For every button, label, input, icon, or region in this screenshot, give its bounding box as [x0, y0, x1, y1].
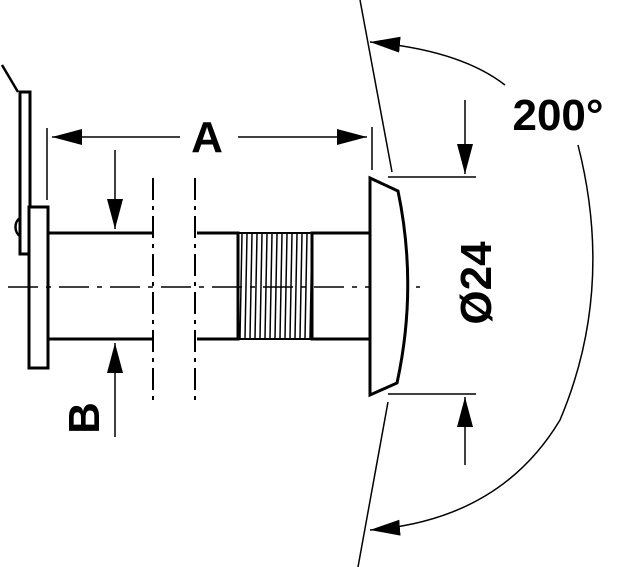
thread-line	[304, 233, 308, 339]
thread-line	[264, 233, 268, 339]
door-panel	[0, 64, 32, 256]
thread-line	[269, 233, 273, 339]
label-a: A	[191, 113, 223, 162]
lens-head	[368, 175, 410, 398]
thread	[239, 233, 313, 339]
label-b: B	[60, 402, 109, 434]
thread-line	[244, 233, 248, 339]
barrel	[48, 231, 372, 341]
thread-line	[279, 233, 283, 339]
dimension-diameter	[388, 100, 476, 465]
thread-line	[289, 233, 293, 339]
thread-line	[274, 233, 278, 339]
thread-line	[299, 233, 303, 339]
thread-line	[294, 233, 298, 339]
label-angle: 200°	[512, 91, 603, 140]
thread-line	[284, 233, 288, 339]
break-lines	[152, 178, 196, 405]
thread-line	[249, 233, 253, 339]
thread-line	[309, 233, 313, 339]
label-diameter: Ø24	[452, 241, 501, 325]
dimension-a	[46, 127, 373, 200]
viewing-angle	[357, 0, 594, 567]
thread-line	[254, 233, 258, 339]
thread-line	[239, 233, 243, 339]
thread-line	[259, 233, 263, 339]
